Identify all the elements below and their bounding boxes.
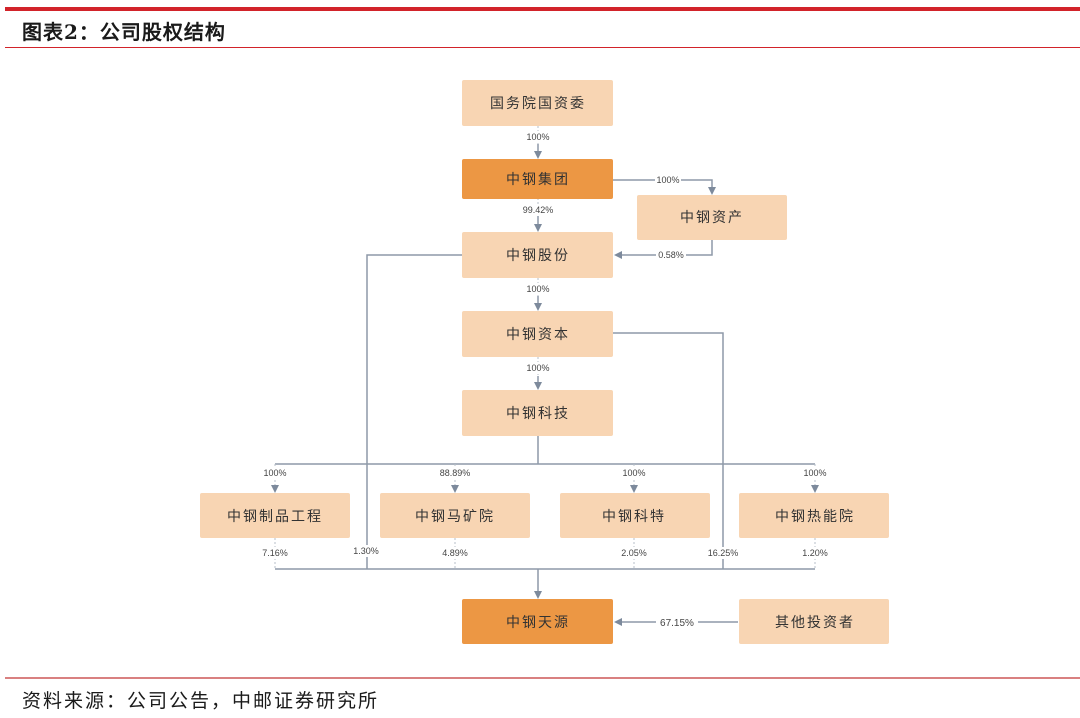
pct-products-tianyuan: 7.16% xyxy=(262,548,288,558)
arrow-down-icon xyxy=(630,485,638,493)
arrow-down-icon xyxy=(534,151,542,159)
arrow-left-icon xyxy=(614,251,622,259)
arrowheads xyxy=(271,151,819,626)
footer-divider xyxy=(5,677,1080,679)
arrow-down-icon xyxy=(451,485,459,493)
node-group-label: 中钢集团 xyxy=(506,171,570,188)
node-sasac-label: 国务院国资委 xyxy=(490,96,586,112)
pct-tech-products: 100% xyxy=(263,468,286,478)
node-tianyuan: 中钢天源 xyxy=(462,599,613,644)
pct-capital-tech: 100% xyxy=(526,363,549,373)
node-group: 中钢集团 xyxy=(462,159,613,199)
pct-sasac-group: 100% xyxy=(526,132,549,142)
connectors xyxy=(274,126,816,623)
arrow-down-icon xyxy=(534,224,542,232)
pct-group-shares: 99.42% xyxy=(523,205,554,215)
node-products-label: 中钢制品工程 xyxy=(227,509,323,525)
arrow-down-icon xyxy=(534,591,542,599)
node-tech: 中钢科技 xyxy=(462,390,613,436)
node-capital-label: 中钢资本 xyxy=(506,327,570,343)
node-shares: 中钢股份 xyxy=(462,232,613,278)
pct-group-assets: 100% xyxy=(656,175,679,185)
edge-shares-tianyuan-line xyxy=(366,254,462,569)
arrow-down-icon xyxy=(534,303,542,311)
node-thermal-label: 中钢热能院 xyxy=(775,509,855,525)
pct-keteng-tianyuan: 2.05% xyxy=(621,548,647,558)
node-others-label: 其他投资者 xyxy=(775,615,855,631)
percent-labels: 100% 100% 99.42% 0.58% 100% 100% 100% 88… xyxy=(260,131,830,629)
pct-shares-capital: 100% xyxy=(526,284,549,294)
title-divider xyxy=(5,47,1080,48)
node-products: 中钢制品工程 xyxy=(200,493,350,538)
pct-tech-maanshan: 88.89% xyxy=(440,468,471,478)
pct-maanshan-tianyuan: 4.89% xyxy=(442,548,468,558)
edge-group-assets-line xyxy=(613,179,713,188)
pct-others-tianyuan: 67.15% xyxy=(660,618,694,629)
figure-title: 图表2：公司股权结构 xyxy=(22,20,226,44)
pct-tech-thermal: 100% xyxy=(803,468,826,478)
node-thermal: 中钢热能院 xyxy=(739,493,889,538)
node-keteng: 中钢科特 xyxy=(560,493,710,538)
pct-capital-tianyuan: 16.25% xyxy=(708,548,739,558)
node-keteng-label: 中钢科特 xyxy=(602,509,666,525)
node-capital: 中钢资本 xyxy=(462,311,613,357)
node-tech-label: 中钢科技 xyxy=(506,406,570,422)
node-tianyuan-label: 中钢天源 xyxy=(506,615,570,631)
arrow-left-icon xyxy=(614,618,622,626)
node-shares-label: 中钢股份 xyxy=(506,248,570,264)
arrow-down-icon xyxy=(534,382,542,390)
arrow-down-icon xyxy=(811,485,819,493)
pct-shares-tianyuan: 1.30% xyxy=(353,546,379,556)
header-top-bar xyxy=(5,7,1080,11)
pct-thermal-tianyuan: 1.20% xyxy=(802,548,828,558)
node-sasac: 国务院国资委 xyxy=(462,80,613,126)
node-assets-label: 中钢资产 xyxy=(680,210,744,226)
arrow-down-icon xyxy=(708,187,716,195)
pct-tech-keteng: 100% xyxy=(622,468,645,478)
node-maanshan-label: 中钢马矿院 xyxy=(415,509,495,525)
arrow-down-icon xyxy=(271,485,279,493)
node-others: 其他投资者 xyxy=(739,599,889,644)
edge-assets-shares-line xyxy=(622,240,713,256)
node-maanshan: 中钢马矿院 xyxy=(380,493,530,538)
node-assets: 中钢资产 xyxy=(637,195,787,240)
pct-assets-shares: 0.58% xyxy=(658,250,684,260)
source-note: 资料来源：公司公告，中邮证券研究所 xyxy=(22,690,380,712)
edge-capital-tianyuan-line xyxy=(613,332,724,569)
